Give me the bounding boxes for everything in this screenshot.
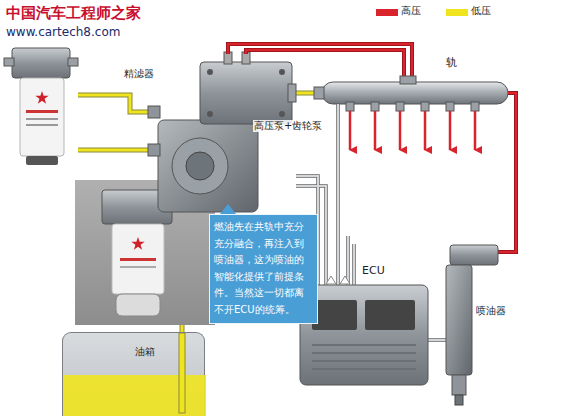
legend-swatch <box>376 9 398 16</box>
legend-text: 高压 <box>401 5 421 17</box>
watermark: 中国汽车工程师之家 <box>6 4 141 22</box>
node-text: 油箱 <box>135 345 204 359</box>
tank-fuel <box>63 333 206 416</box>
legend-swatch <box>446 9 468 16</box>
callout-box: 燃油先在共轨中充分充分融合，再注入到喷油器，这为喷油的智能化提供了前提条件。当然… <box>209 214 318 324</box>
legend-text: 低压 <box>471 5 491 17</box>
fuel-tank: 油箱 <box>62 332 205 416</box>
part-name: ECU <box>362 264 385 277</box>
node-text: 燃油先在共轨中充分充分融合，再注入到喷油器，这为喷油的智能化提供了前提条件。当然… <box>214 219 313 318</box>
part-name: 喷油器 <box>476 305 506 317</box>
part-name: 精滤器 <box>124 68 154 80</box>
part-name: 高压泵+齿轮泵 <box>253 120 323 132</box>
part-name: 轨 <box>446 56 457 69</box>
watermark-url: www.cartech8.com <box>6 25 120 39</box>
